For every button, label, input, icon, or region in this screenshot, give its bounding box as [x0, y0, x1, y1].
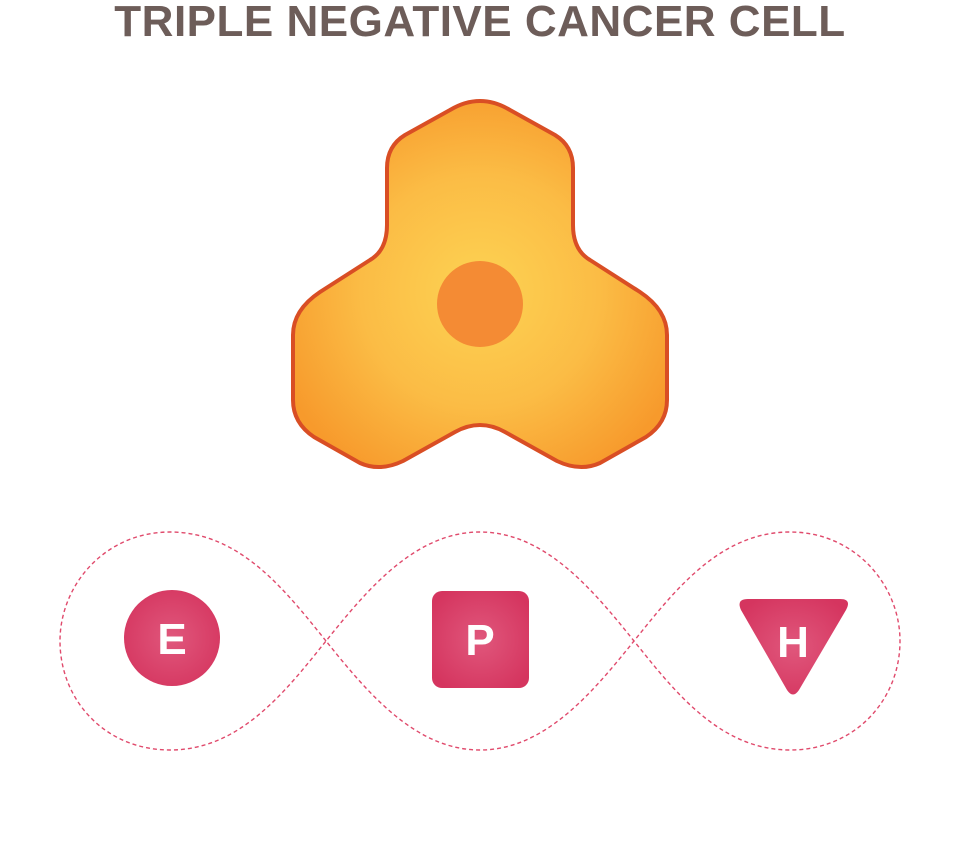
marker-h-triangle [739, 599, 848, 695]
marker-p: P [432, 591, 529, 688]
diagram-title: TRIPLE NEGATIVE CANCER CELL [114, 0, 846, 46]
marker-h: H [739, 599, 848, 695]
marker-h-label: H [777, 618, 809, 667]
marker-p-square [432, 591, 529, 688]
cell-nucleus [437, 261, 523, 347]
marker-e: E [124, 590, 220, 686]
marker-p-label: P [465, 616, 494, 665]
dashed-loop-path [59, 531, 901, 751]
marker-e-circle [124, 590, 220, 686]
marker-e-label: E [157, 615, 186, 664]
